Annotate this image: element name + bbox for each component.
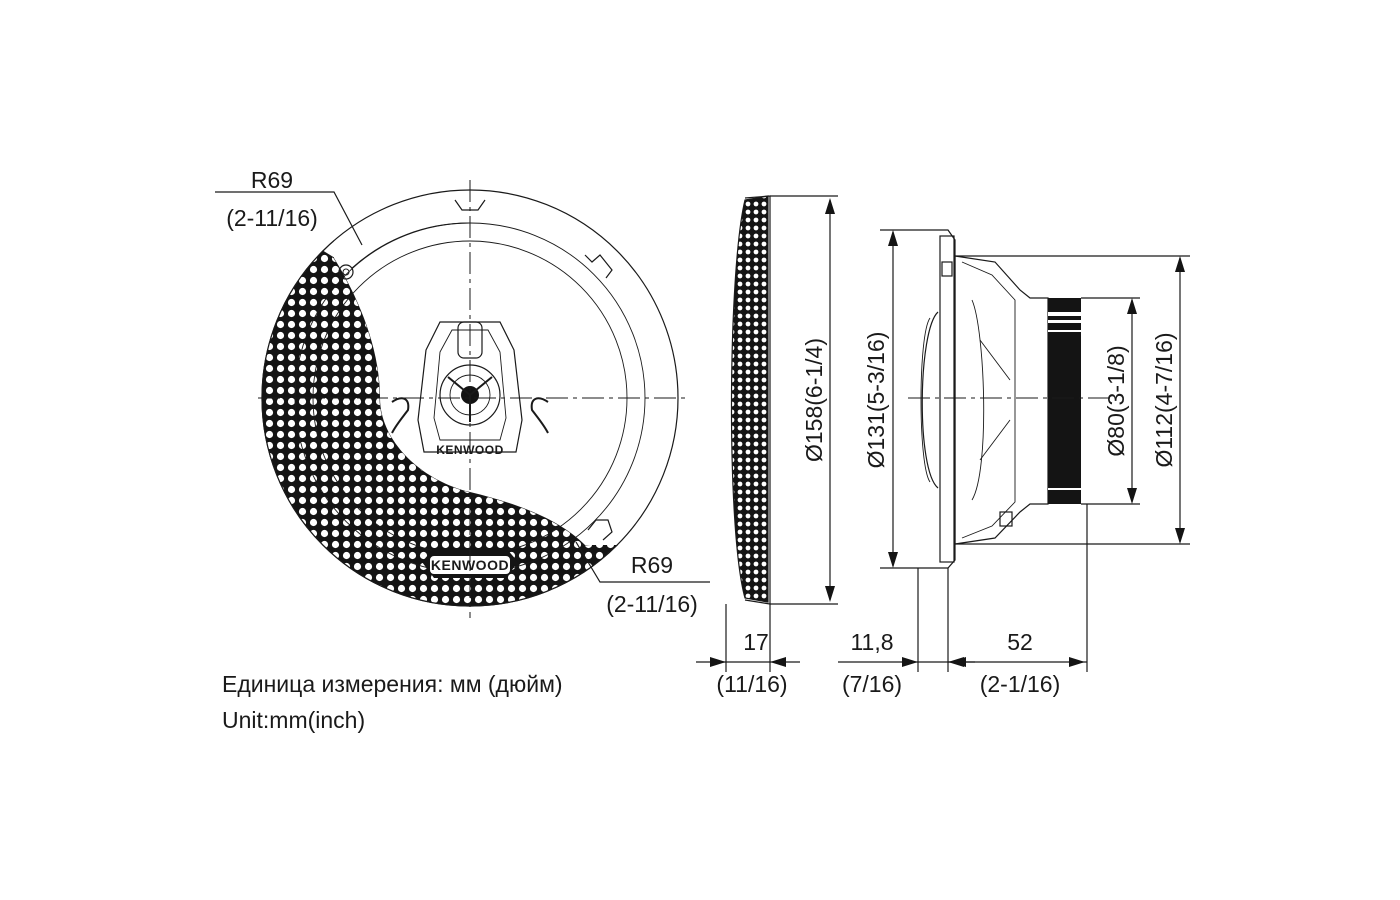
mount-depth-inch: (2-1/16) xyxy=(980,671,1061,697)
right-hook xyxy=(530,397,549,434)
radius-top-value: R69 xyxy=(251,167,293,193)
radius-bottom-value: R69 xyxy=(631,552,673,578)
radius-bottom-inch: (2-11/16) xyxy=(606,591,698,617)
dim-mount-diameter: Ø131(5-3/16) xyxy=(863,230,898,568)
mount-tab-bottom xyxy=(587,519,613,541)
frame-diameter-label: Ø112(4-7/16) xyxy=(1151,332,1177,467)
flange-depth-inch: (7/16) xyxy=(842,671,902,697)
mount-diameter-label: Ø131(5-3/16) xyxy=(863,332,889,469)
dim-mount-depth: 52 (2-1/16) xyxy=(948,629,1087,697)
grille-side-mesh xyxy=(730,195,769,603)
radius-callout-top: R69 (2-11/16) xyxy=(215,167,363,246)
unit-note-ru: Единица измерения: мм (дюйм) xyxy=(222,671,563,697)
radius-top-inch: (2-11/16) xyxy=(226,205,318,231)
dim-frame-diameter: Ø112(4-7/16) xyxy=(1151,256,1185,544)
grille-diameter-label: Ø158(6-1/4) xyxy=(801,338,827,462)
radius-callout-bottom: R69 (2-11/16) xyxy=(575,541,710,617)
unit-note-en: Unit:mm(inch) xyxy=(222,707,365,733)
grille-logo: KENWOOD xyxy=(431,557,509,573)
speaker-side-view xyxy=(880,229,1190,672)
dim-magnet-diameter: Ø80(3-1/8) xyxy=(1103,298,1137,504)
screw-hole xyxy=(338,264,354,280)
left-hook xyxy=(391,397,410,434)
magnet-diameter-label: Ø80(3-1/8) xyxy=(1103,345,1129,456)
grille-side-view xyxy=(725,195,838,672)
mount-tab-top xyxy=(584,254,613,279)
dim-flange-depth: 11,8 (7/16) xyxy=(838,629,975,697)
front-view: KENWOOD KENWOOD xyxy=(258,150,700,618)
dim-grille-depth: 17 (11/16) xyxy=(696,629,800,697)
magnet xyxy=(1048,298,1081,504)
grille-depth-inch: (11/16) xyxy=(716,671,787,697)
dim-grille-diameter: Ø158(6-1/4) xyxy=(801,198,835,602)
mount-depth-value: 52 xyxy=(1007,629,1033,655)
grille-depth-value: 17 xyxy=(743,629,769,655)
flange-depth-value: 11,8 xyxy=(850,629,893,655)
